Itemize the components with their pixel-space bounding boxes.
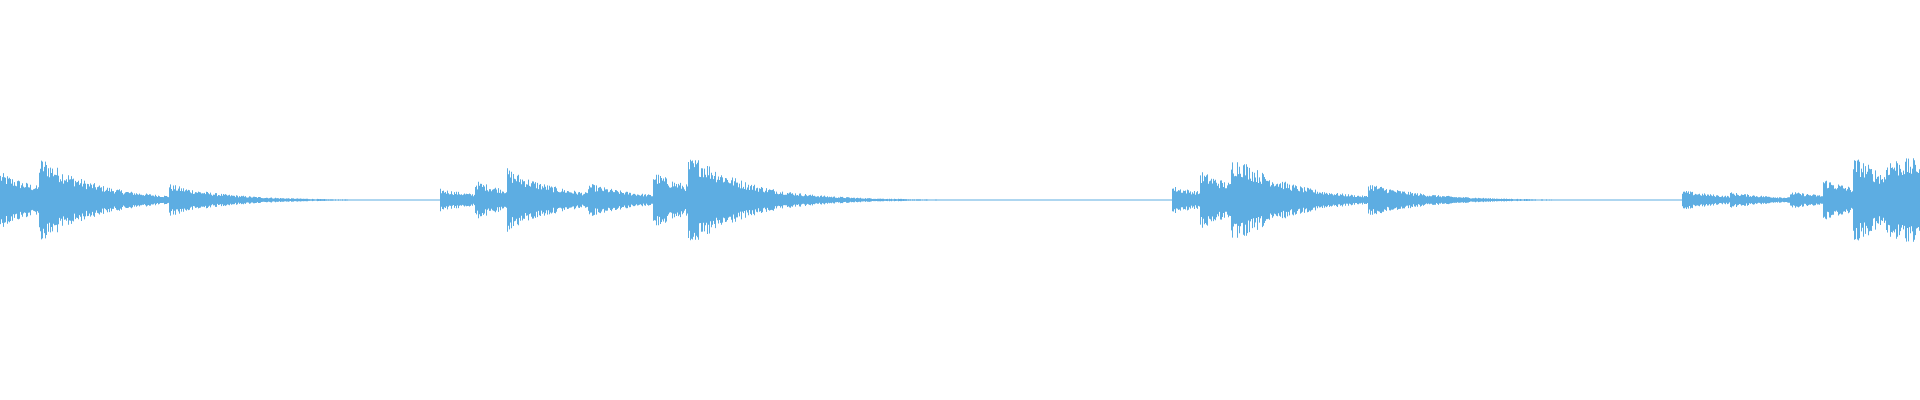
waveform-path: [0, 158, 1920, 242]
